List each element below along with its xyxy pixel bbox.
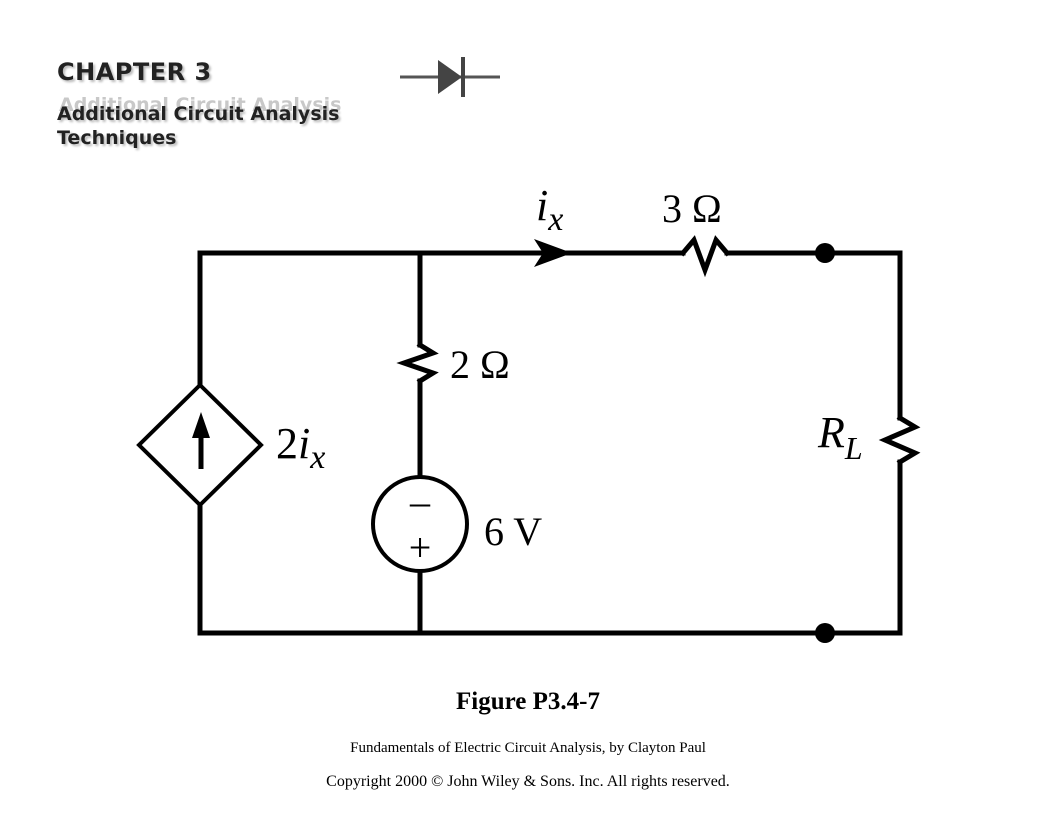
terminal-node-top — [815, 243, 835, 263]
resistor-load — [878, 414, 921, 466]
resistor-3-ohm — [679, 235, 731, 278]
diode-icon — [400, 57, 500, 97]
load-resistor-label: RL — [817, 408, 863, 466]
chapter-title: CHAPTER 3 — [57, 58, 212, 86]
voltage-source-label: 6 V — [484, 509, 542, 554]
voltage-source — [371, 475, 469, 573]
current-label: ix — [536, 181, 563, 238]
chapter-header-logo: CHAPTER 3 Additional Circuit Analysis Ad… — [50, 50, 500, 150]
resistor-3-ohm-label: 3 Ω — [662, 186, 722, 231]
copyright-notice: Copyright 2000 © John Wiley & Sons. Inc.… — [326, 773, 730, 790]
chapter-subtitle-line-2: Techniques — [57, 127, 177, 149]
chapter-subtitle-shadow: Additional Circuit Analysis — [59, 94, 342, 116]
resistor-2-ohm-label: 2 Ω — [450, 342, 510, 387]
chapter-subtitle-line-1: Additional Circuit Analysis — [57, 103, 340, 125]
book-credit: Fundamentals of Electric Circuit Analysi… — [350, 740, 706, 756]
voltage-source-plus: + — [409, 525, 432, 570]
figure-caption: Figure P3.4-7 — [456, 688, 600, 715]
current-direction-arrow — [534, 239, 572, 267]
dependent-source-label: 2ix — [276, 419, 325, 476]
resistor-2-ohm — [396, 341, 439, 385]
voltage-source-minus: – — [409, 479, 431, 524]
current-source-arrow-head — [192, 412, 210, 438]
terminal-node-bottom — [815, 623, 835, 643]
